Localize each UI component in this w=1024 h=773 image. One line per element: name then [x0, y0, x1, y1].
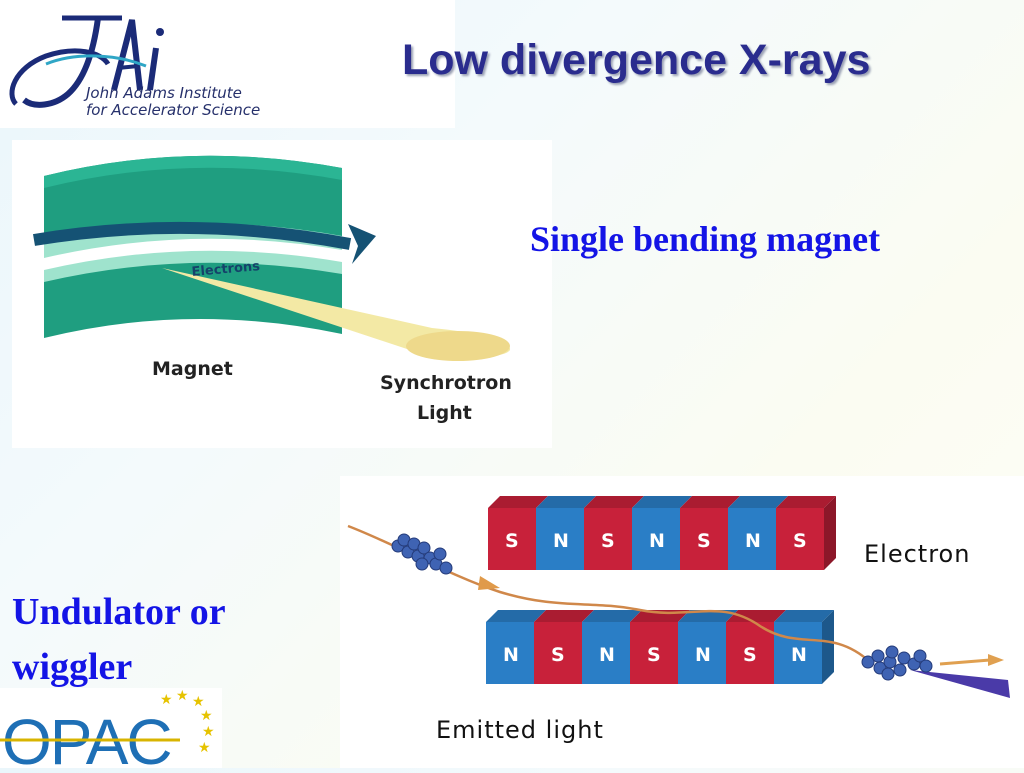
magnet-lower-block: [44, 255, 342, 338]
bottom-row-pole-label-4: S: [647, 644, 661, 666]
electron-bunch-left: [391, 533, 453, 575]
svg-text:★: ★: [192, 693, 205, 709]
jai-logo-line-1: John Adams Institute: [86, 84, 242, 102]
top-row-pole-label-1: S: [505, 530, 519, 552]
emitted-light-beam: [910, 670, 1010, 698]
jai-logo-line-2: for Accelerator Science: [86, 101, 261, 119]
synchrotron-label: Synchrotron: [380, 372, 512, 394]
opac-logo-text: OPAC: [2, 706, 171, 768]
bottom-row-pole-label-1: N: [503, 644, 519, 666]
electron-bunch-right: [861, 645, 933, 681]
top-row-pole-label-7: S: [793, 530, 807, 552]
bottom-row-pole-label-2: S: [551, 644, 565, 666]
bending-magnet-diagram: Electrons Magnet Synchrotron Light: [12, 140, 552, 448]
stars-icon: ★ ★ ★ ★ ★ ★: [160, 687, 215, 755]
undulator-caption-line-2: wiggler: [12, 646, 133, 688]
bottom-row-pole-label-3: N: [599, 644, 615, 666]
svg-text:★: ★: [202, 723, 215, 739]
jai-logo-mark: [9, 15, 164, 108]
bending-magnet-illustration: Electrons: [33, 155, 511, 361]
electron-path-arrow: [33, 221, 352, 250]
top-row-pole-7: S: [776, 496, 836, 570]
slide-title: Low divergence X-rays: [402, 36, 871, 84]
electron-label: Electron: [864, 540, 971, 568]
synchrotron-light-beam: [162, 268, 511, 357]
top-row-pole-1: S: [488, 496, 548, 570]
top-row-pole-label-6: N: [745, 530, 761, 552]
light-label: Light: [417, 402, 472, 424]
top-row-pole-label-5: S: [697, 530, 711, 552]
magnet-label: Magnet: [152, 358, 233, 380]
top-row-pole-3: S: [584, 496, 644, 570]
bottom-row-pole-label-5: N: [695, 644, 711, 666]
svg-text:★: ★: [160, 691, 173, 707]
undulator-illustration: S N S N S N S N S N S N S N: [347, 496, 1010, 698]
top-row-pole-label-3: S: [601, 530, 615, 552]
svg-text:★: ★: [176, 688, 189, 703]
bottom-row-pole-3: N: [582, 610, 642, 684]
bottom-row-pole-1: N: [486, 610, 546, 684]
top-row-pole-5: S: [680, 496, 740, 570]
bottom-row-pole-label-7: N: [791, 644, 807, 666]
undulator-diagram: S N S N S N S N S N S N S N Electron Emitted light: [340, 476, 1024, 768]
electrons-label: Electrons: [191, 259, 261, 280]
bottom-row-pole-2: S: [534, 610, 594, 684]
svg-text:★: ★: [198, 739, 211, 755]
opac-logo: OPAC ★ ★ ★ ★ ★ ★: [0, 687, 222, 773]
bottom-row-pole-7: N: [774, 610, 834, 684]
top-row-pole-4: N: [632, 496, 692, 570]
bottom-row-pole-label-6: S: [743, 644, 757, 666]
emitted-light-label: Emitted light: [436, 716, 604, 744]
bottom-row-pole-6: S: [726, 610, 786, 684]
top-row-pole-label-2: N: [553, 530, 569, 552]
undulator-caption-line-1: Undulator or: [12, 591, 226, 633]
opac-logo-mark: OPAC ★ ★ ★ ★ ★ ★: [0, 687, 215, 773]
top-row-pole-2: N: [536, 496, 596, 570]
jai-logo: John Adams Institute for Accelerator Sci…: [0, 0, 455, 128]
magnet-upper-block: [44, 155, 342, 246]
svg-text:★: ★: [200, 707, 213, 723]
bottom-row-pole-4: S: [630, 610, 690, 684]
top-row-pole-6: N: [728, 496, 788, 570]
bending-magnet-caption: Single bending magnet: [530, 219, 881, 259]
top-row-pole-label-4: N: [649, 530, 665, 552]
